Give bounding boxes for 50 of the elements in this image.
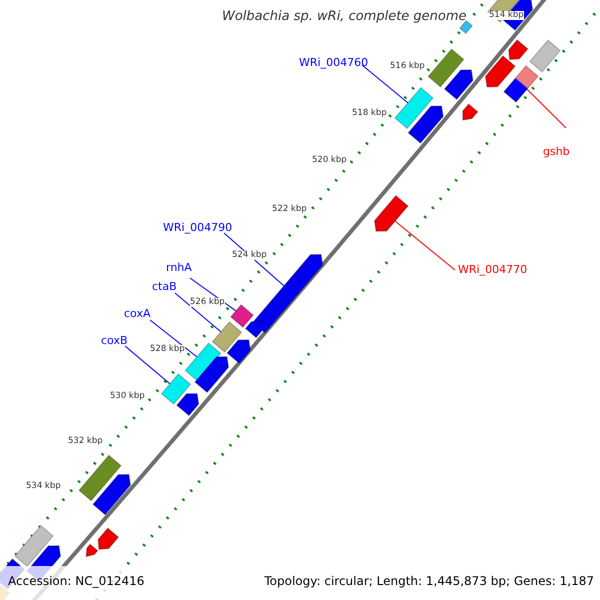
gene-block: [78, 454, 122, 502]
gene-block: [230, 304, 254, 328]
gene-block: [92, 474, 131, 516]
gene-block: [226, 339, 251, 364]
gene-block: [529, 39, 561, 73]
leader-line: [150, 320, 198, 358]
gene-block: [194, 356, 230, 394]
gene-block: [374, 194, 409, 232]
gene-block: [160, 373, 192, 405]
gene-label: rnhA: [166, 262, 192, 274]
leader-line: [190, 278, 238, 312]
tick-label: 528 kbp: [150, 345, 185, 354]
gene-block: [86, 543, 98, 558]
gene-block: [244, 320, 262, 338]
gene-label: coxA: [124, 308, 150, 320]
gene-label: WRi_004790: [163, 222, 232, 234]
gene-block: [408, 106, 444, 144]
gene-label: WRi_004770: [458, 264, 528, 276]
leader-line: [174, 292, 222, 333]
footer-text: Topology: circular; Length: 1,445,873 bp; Genes: 1,187: [264, 575, 594, 588]
tick-label: 518 kbp: [352, 109, 387, 118]
gene-block: [212, 321, 242, 353]
gene-block: [14, 524, 54, 568]
tick-label: 530 kbp: [110, 392, 145, 402]
tick-label: 514 kbp: [489, 11, 524, 20]
gene-block: [503, 65, 539, 103]
gene-label: ctaB: [152, 281, 177, 294]
tick-label: 516 kbp: [390, 62, 425, 72]
tick-label: 526 kbp: [190, 298, 225, 308]
gene-block: [484, 55, 516, 88]
gene-block: [176, 393, 200, 416]
gene-block: [462, 103, 478, 121]
gene-block: [444, 69, 474, 100]
title: Wolbachia sp. wRi, complete genome: [222, 10, 467, 24]
leader-line: [394, 220, 456, 270]
gene-label: WRi_004760: [299, 57, 368, 70]
leader-line: [526, 88, 566, 128]
footer-text: Accession: NC_012416: [8, 575, 144, 588]
tick-label: 534 kbp: [26, 482, 61, 492]
tick-label: 520 kbp: [312, 156, 347, 166]
tick-label: 532 kbp: [68, 437, 103, 446]
leader-line: [362, 64, 410, 104]
gene-label: gshb: [543, 146, 570, 158]
gene-block: [98, 527, 120, 550]
tick-label: 524 kbp: [232, 251, 267, 260]
leader-line: [124, 346, 172, 385]
gene-block: [428, 48, 464, 88]
tick-label: 522 kbp: [272, 205, 307, 214]
gene-label: coxB: [101, 335, 128, 348]
gene-block: [394, 86, 434, 130]
